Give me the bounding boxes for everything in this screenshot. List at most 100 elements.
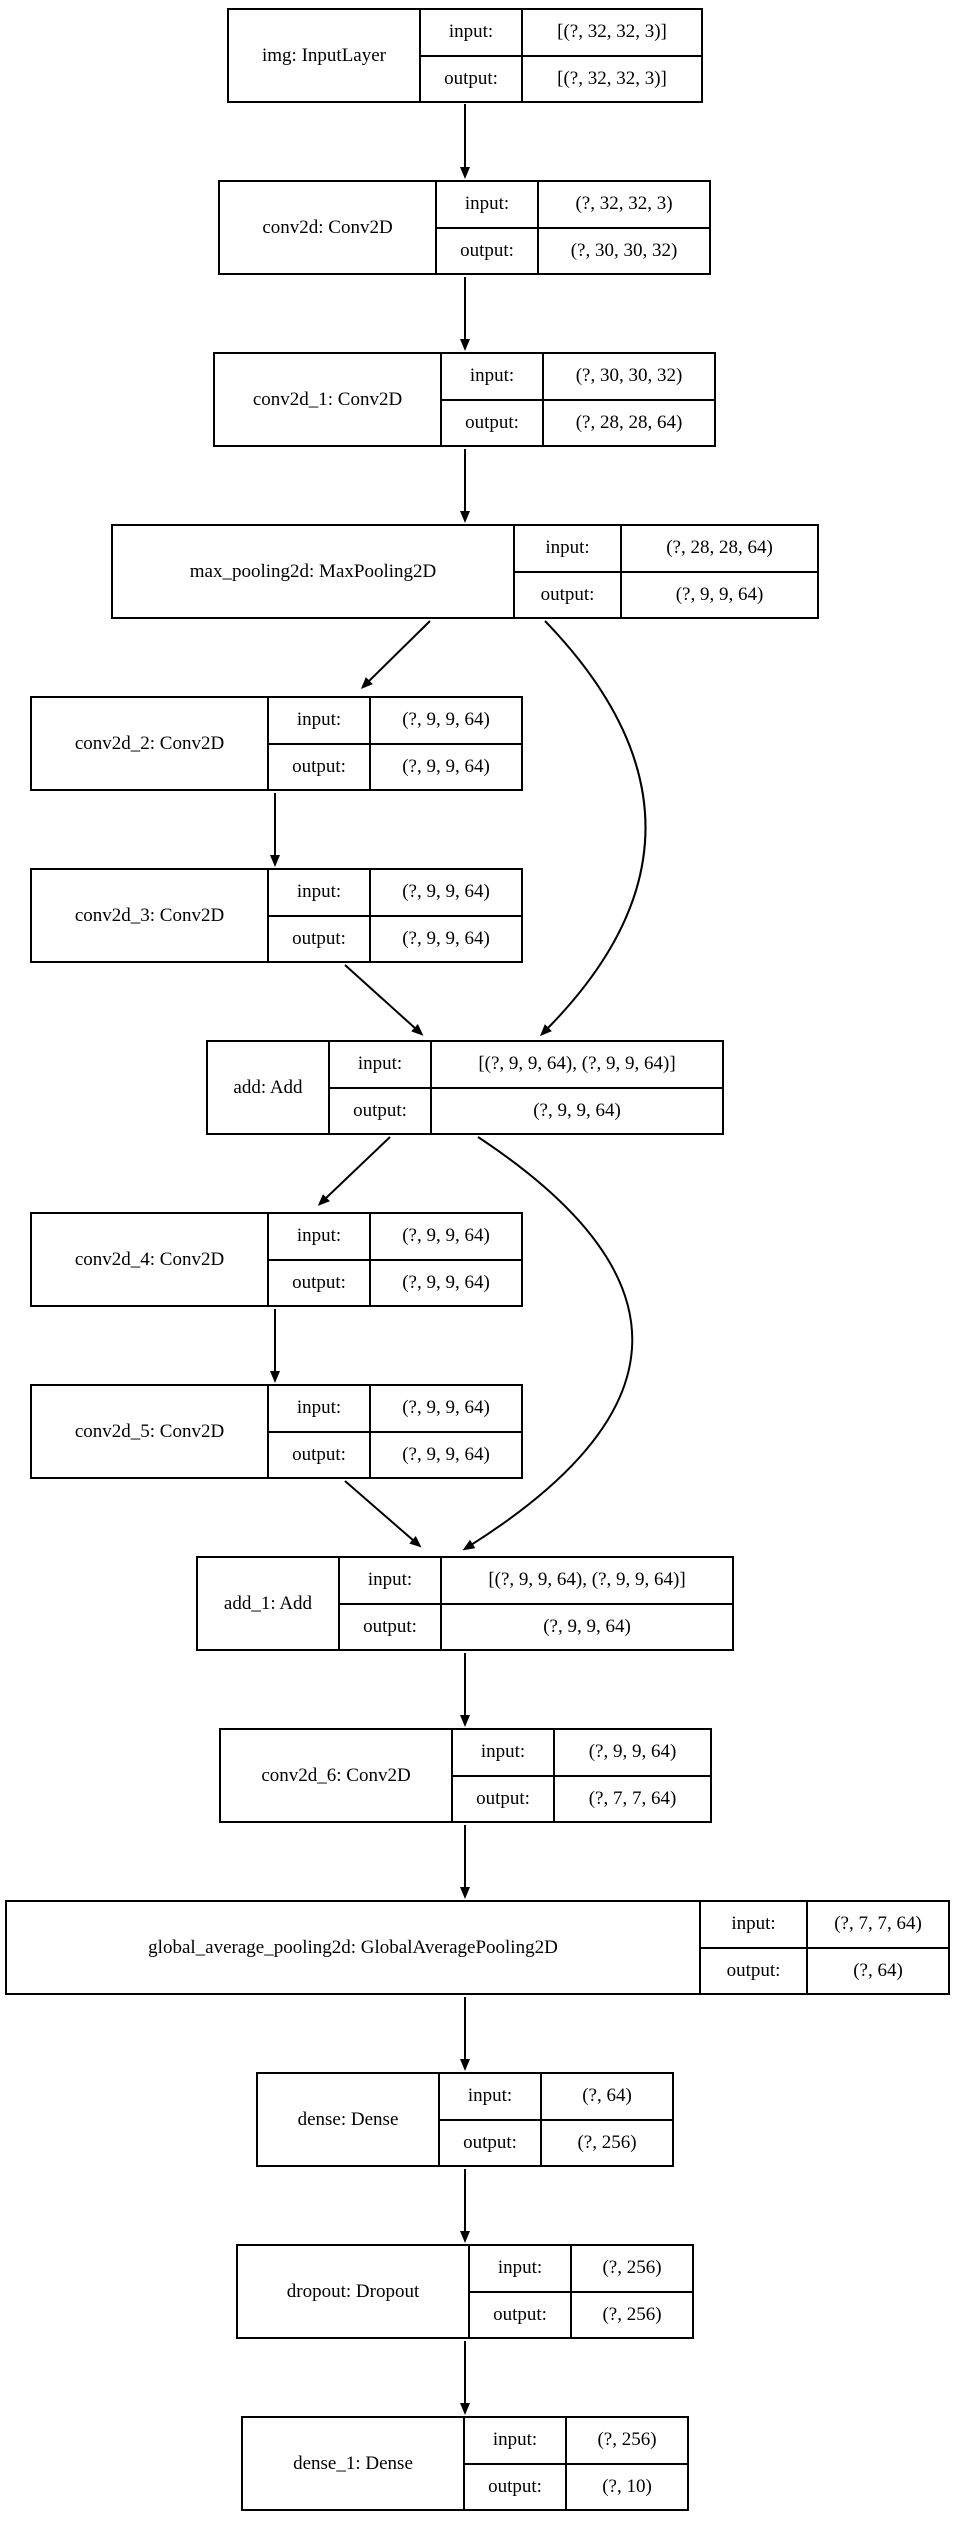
layer-node-conv2d_3: conv2d_3: Conv2D input: (?, 9, 9, 64) ou… [30,868,523,963]
io-input-label: input: [437,182,539,227]
io-input-shape: (?, 7, 7, 64) [834,1913,922,1935]
layer-node-dropout: dropout: Dropout input: (?, 256) output:… [236,2244,694,2339]
io-output-label: output: [440,2120,542,2165]
layer-name-label: dense_1: Dense [243,2418,465,2509]
io-output-shape: (?, 7, 7, 64) [588,1787,677,1809]
io-input-label: input: [453,1730,555,1775]
io-input-label: input: [440,2074,542,2119]
edge-add-add_1-skip [462,1136,634,1551]
io-output-shape: (?, 64) [853,1959,903,1981]
layer-name-label: add: Add [208,1042,330,1133]
io-output-shape: (?, 9, 9, 64) [543,1615,631,1637]
layer-node-conv2d: conv2d: Conv2D input: (?, 32, 32, 3) out… [218,180,711,275]
layer-name-label: conv2d_6: Conv2D [221,1730,453,1821]
io-output-label: output: [453,1776,555,1821]
io-input-shape: [(?, 9, 9, 64), (?, 9, 9, 64)] [478,1053,676,1075]
io-input-label: input: [340,1558,442,1603]
io-output-label: output: [442,400,544,445]
edge-max_pooling2d-add-skip [539,620,647,1037]
layer-node-conv2d_2: conv2d_2: Conv2D input: (?, 9, 9, 64) ou… [30,696,523,791]
layer-name-label: conv2d_5: Conv2D [32,1386,269,1477]
layer-name-label: conv2d_1: Conv2D [215,354,442,445]
layer-name-label: max_pooling2d: MaxPooling2D [113,526,515,617]
io-block: input: (?, 9, 9, 64) output: (?, 9, 9, 6… [269,1386,521,1477]
io-input-shape: (?, 9, 9, 64) [402,1397,490,1419]
io-block: input: (?, 9, 9, 64) output: (?, 9, 9, 6… [269,698,521,789]
layer-name-label: img: InputLayer [229,10,421,101]
layer-node-add_1: add_1: Add input: [(?, 9, 9, 64), (?, 9,… [196,1556,734,1651]
edge-conv2d_5-add_1 [344,1480,422,1548]
io-output-shape: (?, 9, 9, 64) [402,927,490,949]
io-block: input: (?, 256) output: (?, 256) [470,2246,692,2337]
io-output-shape: (?, 256) [577,2131,637,2153]
layer-name-label: add_1: Add [198,1558,340,1649]
io-output-label: output: [269,1260,371,1305]
edge-conv2d_3-add [344,964,424,1036]
layer-name-label: dense: Dense [258,2074,440,2165]
io-output-shape: (?, 9, 9, 64) [402,1443,490,1465]
io-output-label: output: [515,572,622,617]
io-block: input: [(?, 9, 9, 64), (?, 9, 9, 64)] ou… [340,1558,732,1649]
layer-node-max_pooling2d: max_pooling2d: MaxPooling2D input: (?, 2… [111,524,819,619]
io-input-label: input: [442,354,544,399]
layer-node-conv2d_5: conv2d_5: Conv2D input: (?, 9, 9, 64) ou… [30,1384,523,1479]
io-input-shape: (?, 9, 9, 64) [588,1741,677,1763]
io-input-shape: (?, 256) [602,2257,662,2279]
io-output-label: output: [465,2464,567,2509]
io-output-shape: (?, 28, 28, 64) [575,411,683,433]
io-block: input: (?, 28, 28, 64) output: (?, 9, 9,… [515,526,817,617]
io-output-shape: (?, 9, 9, 64) [533,1099,621,1121]
io-output-label: output: [269,744,371,789]
layer-name-label: conv2d_4: Conv2D [32,1214,269,1305]
io-input-label: input: [330,1042,432,1087]
io-input-label: input: [269,1214,371,1259]
io-output-label: output: [470,2292,572,2337]
io-input-shape: (?, 28, 28, 64) [666,537,773,559]
edge-max_pooling2d-conv2d_2 [360,620,431,690]
io-block: input: (?, 7, 7, 64) output: (?, 64) [701,1902,948,1993]
io-output-shape: [(?, 32, 32, 3)] [557,67,667,89]
layer-node-conv2d_6: conv2d_6: Conv2D input: (?, 9, 9, 64) ou… [219,1728,712,1823]
io-input-shape: [(?, 32, 32, 3)] [557,21,667,43]
io-block: input: [(?, 9, 9, 64), (?, 9, 9, 64)] ou… [330,1042,722,1133]
io-input-shape: (?, 64) [582,2085,632,2107]
io-input-label: input: [515,526,622,571]
layer-node-dense: dense: Dense input: (?, 64) output: (?, … [256,2072,674,2167]
layer-name-label: dropout: Dropout [238,2246,470,2337]
io-input-shape: [(?, 9, 9, 64), (?, 9, 9, 64)] [488,1569,686,1591]
layer-node-conv2d_1: conv2d_1: Conv2D input: (?, 30, 30, 32) … [213,352,716,447]
io-output-shape: (?, 9, 9, 64) [675,583,764,605]
layer-node-global_average_pooling2d: global_average_pooling2d: GlobalAverageP… [5,1900,950,1995]
layer-node-img: img: InputLayer input: [(?, 32, 32, 3)] … [227,8,703,103]
io-output-label: output: [421,56,523,101]
io-block: input: (?, 30, 30, 32) output: (?, 28, 2… [442,354,714,445]
layer-node-dense_1: dense_1: Dense input: (?, 256) output: (… [241,2416,689,2511]
io-output-label: output: [269,916,371,961]
layer-name-label: global_average_pooling2d: GlobalAverageP… [7,1902,701,1993]
io-block: input: [(?, 32, 32, 3)] output: [(?, 32,… [421,10,701,101]
io-input-shape: (?, 32, 32, 3) [575,193,673,215]
io-input-label: input: [701,1902,808,1947]
io-input-label: input: [269,1386,371,1431]
io-output-label: output: [701,1948,808,1993]
io-output-shape: (?, 30, 30, 32) [570,239,678,261]
io-output-label: output: [340,1604,442,1649]
io-output-shape: (?, 10) [602,2475,652,2497]
io-block: input: (?, 64) output: (?, 256) [440,2074,672,2165]
edge-add-conv2d_4 [317,1136,391,1206]
io-output-shape: (?, 256) [602,2303,662,2325]
io-input-label: input: [269,698,371,743]
io-input-shape: (?, 256) [597,2429,657,2451]
io-output-label: output: [437,228,539,273]
io-output-label: output: [269,1432,371,1477]
io-input-label: input: [269,870,371,915]
io-input-shape: (?, 9, 9, 64) [402,709,490,731]
io-block: input: (?, 9, 9, 64) output: (?, 9, 9, 6… [269,1214,521,1305]
io-input-label: input: [470,2246,572,2291]
layer-node-conv2d_4: conv2d_4: Conv2D input: (?, 9, 9, 64) ou… [30,1212,523,1307]
io-input-shape: (?, 9, 9, 64) [402,881,490,903]
io-output-label: output: [330,1088,432,1133]
io-output-shape: (?, 9, 9, 64) [402,1271,490,1293]
